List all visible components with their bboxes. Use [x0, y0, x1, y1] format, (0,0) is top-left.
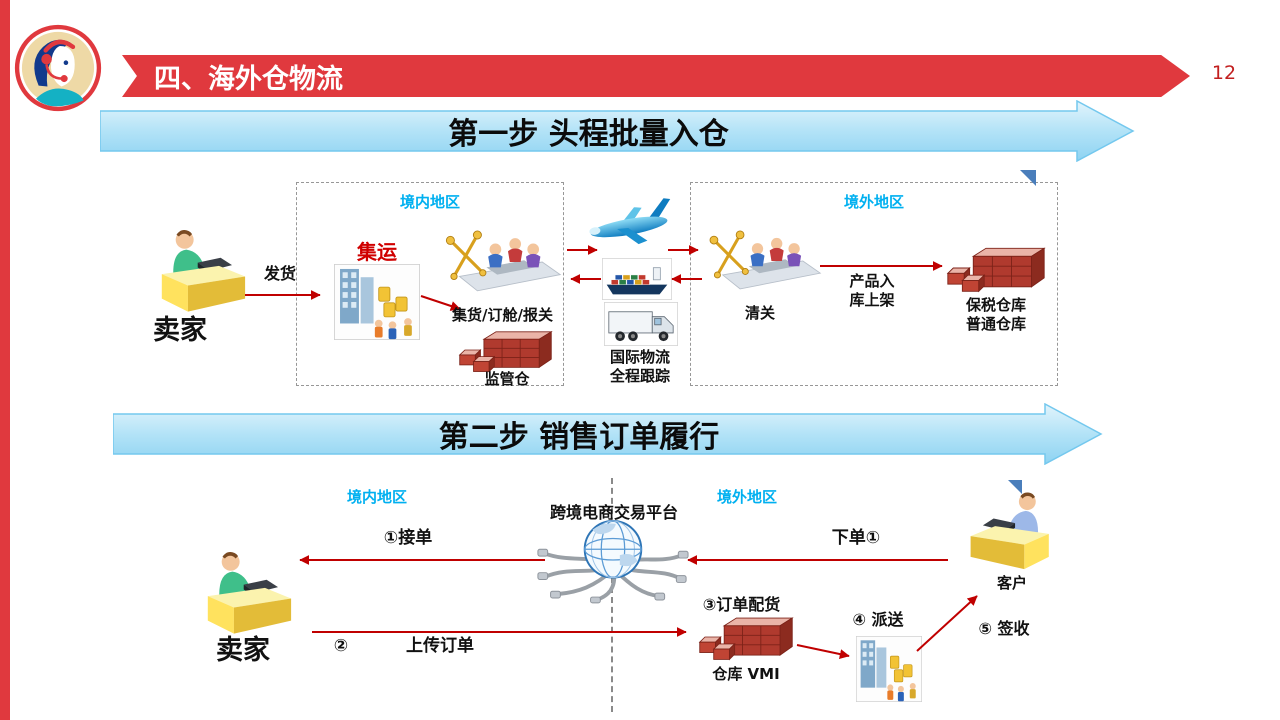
ship-goods-label: 发货: [263, 264, 296, 283]
title-banner: 四、海外仓物流: [122, 55, 1190, 97]
step2-banner: 第二步 销售订单履行: [112, 402, 1103, 466]
ordinary-warehouse-label: 普通仓库: [965, 315, 1026, 333]
vmi-warehouse-label: 仓库 VMI: [712, 665, 780, 683]
supervision-warehouse-label: 监管仓: [484, 370, 530, 388]
supervision-warehouse-icon: [458, 331, 553, 373]
bonded-warehouse-icon: [946, 247, 1046, 293]
customer-illustration: [970, 492, 1049, 570]
airplane-icon: [589, 198, 671, 245]
inbound-label-line2: 库上架: [849, 291, 895, 309]
overseas-region-label-step2: 境外地区: [716, 488, 777, 506]
place-order-label: 下单①: [831, 528, 881, 548]
corner-flag-icon: [1008, 480, 1022, 494]
accept-order-label: ①接单: [383, 528, 433, 548]
sign-receipt-label: ⑤ 签收: [978, 619, 1030, 638]
customs-clearance-icon: [709, 230, 822, 290]
inbound-label-line1: 产品入: [849, 272, 895, 290]
consolidation-label: 集运: [357, 240, 397, 264]
consolidation-warehouse-photo: [334, 264, 420, 340]
intl-logistics-label-line2: 全程跟踪: [609, 367, 670, 385]
intl-logistics-label-line1: 国际物流: [609, 348, 670, 366]
customer-label: 客户: [996, 574, 1027, 592]
cargo-ship-icon: [602, 258, 672, 300]
upload-order-label: 上传订单: [406, 636, 474, 656]
corner-flag-icon: [1020, 170, 1036, 186]
customs-clearance-label: 清关: [744, 304, 775, 322]
seller-label-step2: 卖家: [216, 635, 270, 666]
delivery-label: ④ 派送: [852, 610, 904, 629]
overseas-region-label: 境外地区: [843, 193, 904, 211]
region-divider-line: [611, 478, 613, 712]
step1-banner-label: 第一步 头程批量入仓: [448, 117, 729, 152]
domestic-region-label: 境内地区: [399, 193, 460, 211]
order-allocation-label: ③订单配货: [702, 595, 781, 614]
delivery-warehouse-photo: [856, 636, 922, 702]
seller-illustration: [161, 229, 246, 312]
left-accent-bar: [0, 0, 10, 720]
page-number: 12: [1211, 62, 1237, 84]
platform-label: 跨境电商交易平台: [549, 503, 678, 522]
step1-banner: 第一步 头程批量入仓: [99, 99, 1135, 163]
domestic-region-label-step2: 境内地区: [346, 488, 407, 506]
domestic-region-box: 境内地区: [296, 182, 564, 386]
customs-declare-icon: [445, 230, 562, 292]
step-arrow-shape: [112, 402, 1103, 466]
overseas-region-box: 境外地区: [690, 182, 1058, 386]
page-title: 四、海外仓物流: [154, 63, 343, 95]
upload-order-number: ②: [333, 636, 349, 656]
step-arrow-shape: [99, 99, 1135, 163]
vmi-warehouse-icon: [698, 617, 794, 661]
bonded-warehouse-label: 保税仓库: [965, 296, 1026, 314]
avatar-logo-icon: [14, 24, 102, 112]
collect-book-declare-label: 集货/订舱/报关: [452, 306, 553, 324]
truck-icon: [604, 302, 678, 346]
globe-platform-icon: [537, 520, 689, 604]
seller-label: 卖家: [153, 315, 207, 346]
step2-banner-label: 第二步 销售订单履行: [438, 420, 720, 455]
seller-illustration: [207, 551, 292, 634]
